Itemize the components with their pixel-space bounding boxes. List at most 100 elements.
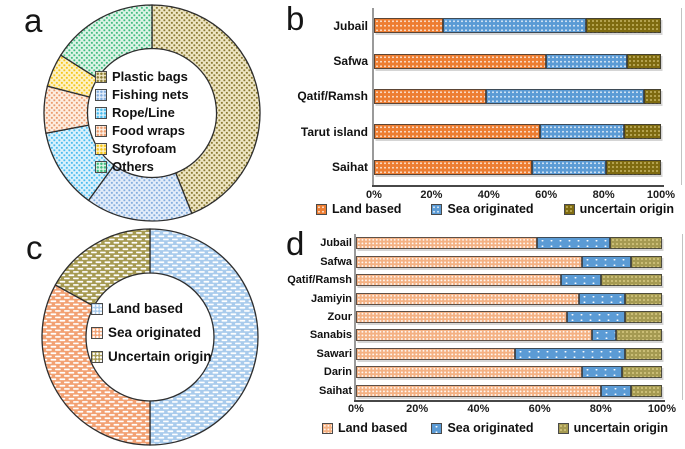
bar-segment-uncertain-origin — [626, 53, 661, 69]
x-tick-0: 0% — [348, 403, 364, 415]
bar-label-zour: Zour — [327, 310, 352, 323]
bar-track-jamiyin — [356, 292, 662, 305]
x-tick-100: 100% — [647, 403, 677, 415]
bar-row-jamiyin: Jamiyin — [280, 292, 662, 305]
bar-track-saihat — [356, 384, 662, 397]
uncertain-origin-swatch-icon — [563, 203, 575, 215]
bar-track-safwa — [356, 255, 662, 268]
bar-segment-land-based — [374, 53, 547, 69]
bar-segment-sea-originated — [536, 237, 610, 250]
legend-label: Uncertain origin — [108, 349, 212, 364]
bar-label-qatif-ramsh: Qatif/Ramsh — [297, 89, 368, 104]
legend-label: Plastic bags — [112, 69, 188, 84]
donut-segment-uncertain-origin — [54, 228, 151, 308]
panel-b-letter: b — [286, 0, 305, 37]
bar-label-darin: Darin — [323, 366, 352, 379]
legend-label: uncertain origin — [579, 202, 675, 216]
bar-track-jubail — [356, 237, 662, 250]
bar-segment-uncertain-origin — [600, 274, 662, 287]
bar-row-qatif-ramsh: Qatif/Ramsh — [280, 274, 662, 287]
legend-d: Land based Sea originated uncertain origin — [305, 421, 685, 435]
bar-track-sanabis — [356, 329, 662, 342]
bar-track-tarut-island — [374, 124, 661, 140]
sea-originated-swatch-icon — [431, 203, 443, 215]
x-axis-line-d — [354, 400, 665, 402]
plot-right-border-d — [682, 234, 683, 400]
bar-label-sanabis: Sanabis — [309, 329, 352, 342]
bar-row-darin: Darin — [280, 366, 662, 379]
bar-segment-uncertain-origin — [622, 366, 662, 379]
bar-segment-uncertain-origin — [625, 292, 662, 305]
bar-segment-uncertain-origin — [616, 329, 662, 342]
rope-line-swatch-icon — [95, 106, 107, 119]
bar-segment-uncertain-origin — [586, 18, 661, 34]
bar-label-saihat: Saihat — [331, 160, 368, 175]
legend-item-rope-line: Rope/Line — [95, 105, 189, 120]
legend-label: Land based — [337, 421, 408, 435]
bar-label-safwa: Safwa — [333, 54, 368, 69]
legend-item-uncertain-origin: uncertain origin — [563, 202, 675, 216]
legend-item-food-wraps: Food wraps — [95, 123, 189, 138]
bar-segment-land-based — [356, 310, 568, 323]
legend-item-uncertain-origin: Uncertain origin — [91, 349, 212, 364]
bar-segment-sea-originated — [540, 124, 624, 140]
bar-segment-land-based — [374, 124, 541, 140]
legend-label: Sea originated — [447, 421, 534, 435]
bar-label-tarut-island: Tarut island — [300, 124, 368, 139]
bar-row-sanabis: Sanabis — [280, 329, 662, 342]
legend-item-land-based: Land based — [91, 301, 212, 316]
land-based-swatch-icon — [91, 302, 103, 315]
x-tick-80: 80% — [589, 403, 612, 415]
bar-segment-sea-originated — [442, 18, 587, 34]
x-tick-20: 20% — [406, 403, 429, 415]
bar-track-sawari — [356, 347, 662, 360]
legend-item-sea-originated: Sea originated — [431, 202, 534, 216]
legend-label: Rope/Line — [112, 105, 175, 120]
bar-label-jubail: Jubail — [333, 18, 368, 33]
x-axis-line-b — [372, 185, 664, 187]
x-tick-40: 40% — [477, 189, 500, 201]
bar-segment-land-based — [374, 159, 532, 175]
bar-segment-sea-originated — [582, 366, 623, 379]
legend-label: Sea originated — [108, 325, 202, 340]
legend-label: Fishing nets — [112, 87, 189, 102]
bar-segment-sea-originated — [546, 53, 627, 69]
bar-row-safwa: Safwa — [280, 255, 662, 268]
bar-row-safwa: Safwa — [280, 53, 661, 69]
legend-item-land-based: Land based — [315, 202, 401, 216]
bar-segment-sea-originated — [485, 88, 644, 104]
bar-segment-land-based — [356, 347, 516, 360]
bar-row-sawari: Sawari — [280, 347, 662, 360]
land-based-swatch-icon — [315, 203, 327, 215]
bar-label-jamiyin: Jamiyin — [311, 292, 352, 305]
land-based-swatch-icon — [321, 422, 333, 434]
panel-d-letter: d — [286, 225, 305, 262]
bar-row-tarut-island: Tarut island — [280, 124, 661, 140]
x-tick-0: 0% — [366, 189, 382, 201]
legend-item-sea-originated: Sea originated — [431, 421, 534, 435]
legend-item-sea-originated: Sea originated — [91, 325, 212, 340]
legend-label: Others — [112, 159, 154, 174]
bar-row-saihat: Saihat — [280, 159, 661, 175]
bar-row-qatif-ramsh: Qatif/Ramsh — [280, 88, 661, 104]
legend-item-land-based: Land based — [321, 421, 408, 435]
bar-track-qatif-ramsh — [374, 88, 661, 104]
sea-originated-swatch-icon — [91, 326, 103, 339]
fishing-nets-swatch-icon — [95, 88, 107, 101]
bar-label-jubail: Jubail — [320, 237, 352, 250]
x-tick-60: 60% — [535, 189, 558, 201]
legend-item-uncertain-origin: uncertain origin — [557, 421, 668, 435]
uncertain-origin-swatch-icon — [91, 350, 103, 363]
plot-right-border-b — [681, 8, 682, 185]
uncertain-origin-swatch-icon — [557, 422, 569, 434]
bar-row-jubail: Jubail — [280, 18, 661, 34]
x-tick-80: 80% — [592, 189, 615, 201]
bar-segment-sea-originated — [579, 292, 626, 305]
bar-segment-uncertain-origin — [625, 310, 662, 323]
bar-segment-land-based — [356, 366, 583, 379]
